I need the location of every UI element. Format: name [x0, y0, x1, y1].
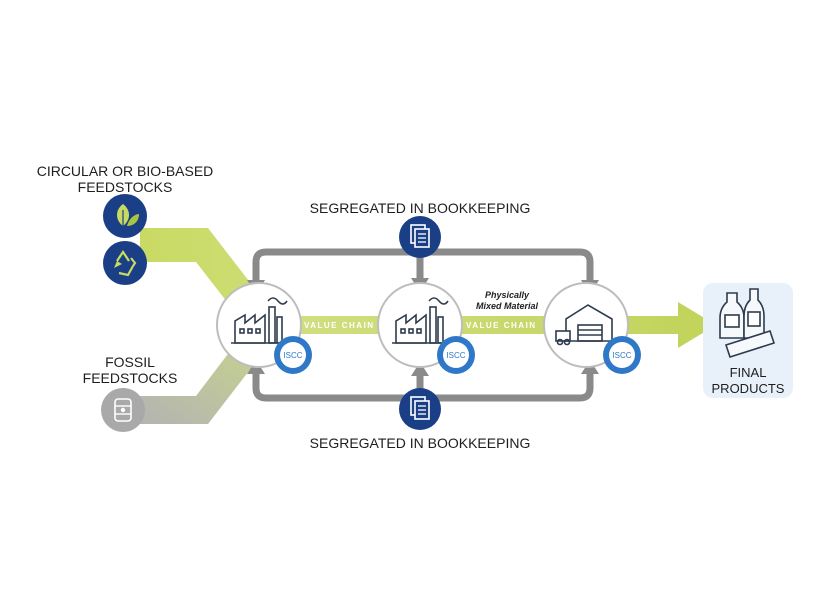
iscc-badge: ISCC: [603, 336, 641, 374]
iscc-badge: ISCC: [274, 336, 312, 374]
circular-feedstocks-label: CIRCULAR OR BIO-BASED FEEDSTOCKS: [36, 163, 214, 195]
svg-text:ISCC: ISCC: [283, 351, 302, 360]
document-icon: [399, 216, 441, 258]
value-chain-flow: [258, 302, 716, 348]
bottles-icon: [719, 288, 776, 359]
svg-text:ISCC: ISCC: [612, 351, 631, 360]
fossil-feedstocks-label: FOSSIL FEEDSTOCKS: [82, 354, 178, 386]
oil-barrel-icon: [101, 388, 145, 432]
factory-icon: [392, 297, 450, 344]
leaf-icon: [103, 194, 147, 238]
value-chain-label-2: VALUE CHAIN: [466, 321, 537, 330]
warehouse-icon: [555, 304, 613, 346]
document-icon: [399, 388, 441, 430]
recycle-icon: [103, 241, 147, 285]
arrowhead-bottom-middle: [411, 362, 429, 376]
segregated-bookkeeping-bottom-label: SEGREGATED IN BOOKKEEPING: [309, 435, 531, 451]
final-products-label: FINAL PRODUCTS: [711, 365, 785, 396]
factory-icon: [231, 297, 289, 344]
iscc-badge: ISCC: [437, 336, 475, 374]
svg-text:ISCC: ISCC: [446, 351, 465, 360]
segregated-bookkeeping-top-label: SEGREGATED IN BOOKKEEPING: [309, 200, 531, 216]
fossil-feedstock-flow: [130, 338, 262, 424]
value-chain-label-1: VALUE CHAIN: [304, 321, 375, 330]
mixed-material-label: Physically Mixed Material: [475, 290, 539, 311]
